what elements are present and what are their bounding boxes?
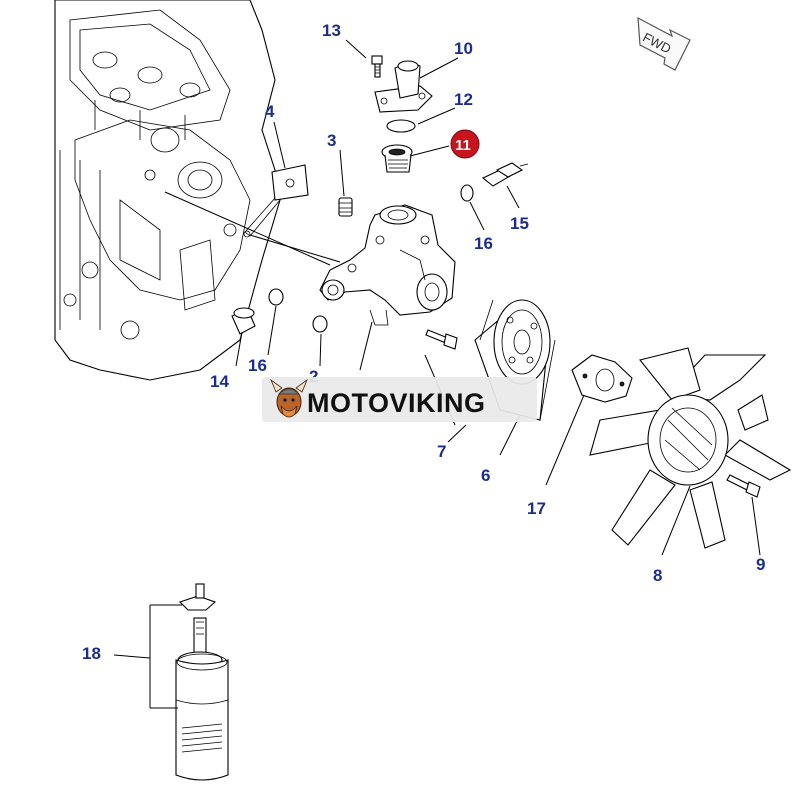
part-2-o-ring xyxy=(312,315,328,333)
part-label-13: 13 xyxy=(322,21,341,40)
part-label-10: 10 xyxy=(454,39,473,58)
part-10-water-outlet xyxy=(374,60,433,113)
part-17-spacer xyxy=(571,354,633,403)
part-label-7: 7 xyxy=(437,442,446,461)
part-8-fan xyxy=(589,347,792,549)
part-16-gasket-lower xyxy=(268,288,284,306)
engine-block xyxy=(54,0,281,381)
part-label-14: 14 xyxy=(210,372,229,391)
part-label-8: 8 xyxy=(653,566,662,585)
part-label-16-lower: 16 xyxy=(248,356,267,375)
part-4-plate xyxy=(243,164,309,238)
part-label-18: 18 xyxy=(82,644,101,663)
part-9-bolt xyxy=(726,474,761,498)
part-12-o-ring xyxy=(386,119,416,133)
part-label-17: 17 xyxy=(527,499,546,518)
part-label-6: 6 xyxy=(481,466,490,485)
part-13-bolt xyxy=(371,55,383,78)
part-label-12: 12 xyxy=(454,90,473,109)
part-label-9: 9 xyxy=(756,555,765,574)
part-7-bolt xyxy=(425,329,458,350)
part-label-16-upper: 16 xyxy=(474,234,493,253)
part-label-2: 2 xyxy=(309,367,318,386)
watermark-banner: MOTOVIKING xyxy=(262,377,537,422)
part-15-temperature-sensor xyxy=(481,162,529,187)
part-label-11-highlight: 11 xyxy=(450,129,480,159)
water-pump-housing xyxy=(319,204,456,326)
part-label-4: 4 xyxy=(265,102,275,121)
part-11-thermostat xyxy=(381,144,413,173)
part-label-15: 15 xyxy=(510,214,529,233)
part-14-plug xyxy=(231,307,256,335)
fwd-arrow-icon: FWD xyxy=(637,16,691,71)
part-labels: 13 10 12 11 4 3 15 16 16 14 2 7 6 17 8 9… xyxy=(82,21,765,663)
part-3-plug xyxy=(338,197,353,217)
part-label-3: 3 xyxy=(327,131,336,150)
watermark-text: MOTOVIKING xyxy=(307,388,486,418)
part-label-11: 11 xyxy=(455,137,471,154)
part-16-gasket-upper xyxy=(460,184,474,202)
part-18-oil-filter xyxy=(175,583,229,781)
viking-mascot-icon xyxy=(270,378,308,418)
